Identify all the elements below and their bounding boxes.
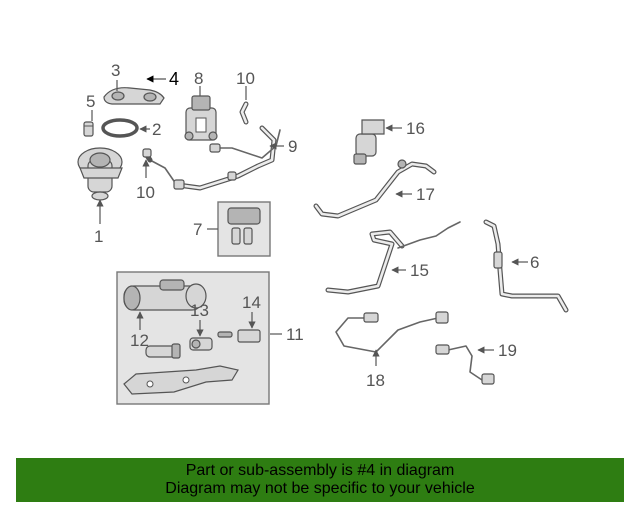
part-10-hose-lower — [142, 148, 153, 163]
callout-10-top: 10 — [236, 69, 255, 88]
callout-18: 18 — [366, 371, 385, 390]
callout-17: 17 — [416, 185, 435, 204]
part-17-hose — [313, 159, 437, 219]
callout-11: 11 — [286, 325, 304, 344]
part-3-cover — [103, 87, 165, 105]
part-1-valve — [77, 147, 123, 201]
callout-12: 12 — [130, 331, 149, 350]
callout-13: 13 — [190, 301, 209, 320]
part-5-bolt — [83, 121, 94, 137]
bracket-part — [123, 365, 239, 395]
callout-10-lower: 10 — [136, 183, 155, 202]
callout-2: 2 — [152, 120, 161, 139]
part-7-box — [217, 201, 271, 257]
part-15-hose — [325, 221, 461, 295]
callout-5: 5 — [86, 92, 95, 111]
part-14-connector — [217, 329, 261, 343]
part-12-canister — [123, 279, 207, 311]
callout-3: 3 — [111, 61, 120, 80]
filter-part — [145, 343, 181, 359]
part-6-hose — [483, 219, 569, 313]
part-10-hose-top — [239, 101, 249, 125]
part-9-hose-assembly — [149, 125, 281, 191]
callout-6: 6 — [530, 253, 539, 272]
callout-7: 7 — [193, 220, 202, 239]
callout-4: 4 — [169, 69, 179, 89]
callout-8: 8 — [194, 69, 203, 88]
callout-19: 19 — [498, 341, 517, 360]
part-19-sensor — [435, 344, 495, 385]
callout-9: 9 — [288, 137, 297, 156]
part-2-gasket — [101, 118, 139, 138]
banner-line-1: Part or sub-assembly is #4 in diagram — [185, 462, 455, 479]
part-13-valve — [189, 337, 213, 351]
part-11-box — [116, 271, 270, 405]
part-18-sensor — [335, 311, 449, 353]
callout-16: 16 — [406, 119, 425, 138]
callout-14: 14 — [242, 293, 261, 312]
banner-line-2: Diagram may not be specific to your vehi… — [165, 480, 475, 497]
part-16-valve — [353, 119, 385, 165]
callout-15: 15 — [410, 261, 429, 280]
callout-1: 1 — [94, 227, 103, 246]
part-8-solenoid — [184, 95, 218, 141]
info-banner: Part or sub-assembly is #4 in diagram Di… — [16, 458, 624, 502]
